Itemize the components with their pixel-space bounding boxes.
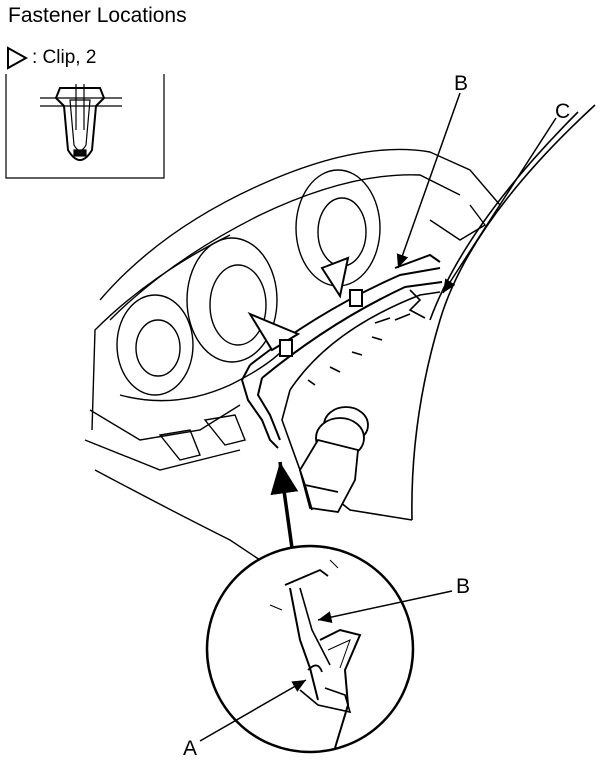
legend-text: : Clip, 2 (32, 47, 97, 68)
key-cylinder (299, 406, 369, 513)
leader-c (442, 117, 557, 294)
clip-body-1 (279, 339, 293, 357)
legend: : Clip, 2 (6, 46, 96, 70)
leader-b-detail (317, 590, 453, 624)
label-c: C (555, 100, 571, 123)
leader-lines (199, 92, 557, 742)
leader-b-top (396, 92, 461, 269)
detail-pointer (270, 461, 299, 549)
clip-body-2 (349, 289, 363, 307)
leader-a (199, 679, 307, 742)
label-b-top: B (454, 72, 469, 95)
label-b-detail: B (456, 575, 471, 598)
diagram-title: Fastener Locations (8, 4, 187, 27)
clip-detail-inset (5, 74, 165, 179)
detail-circle (205, 544, 415, 754)
clip-markers (247, 256, 363, 357)
triangle-outline-icon (7, 46, 28, 70)
label-a: A (183, 737, 198, 760)
clip-marker-2 (320, 256, 350, 299)
